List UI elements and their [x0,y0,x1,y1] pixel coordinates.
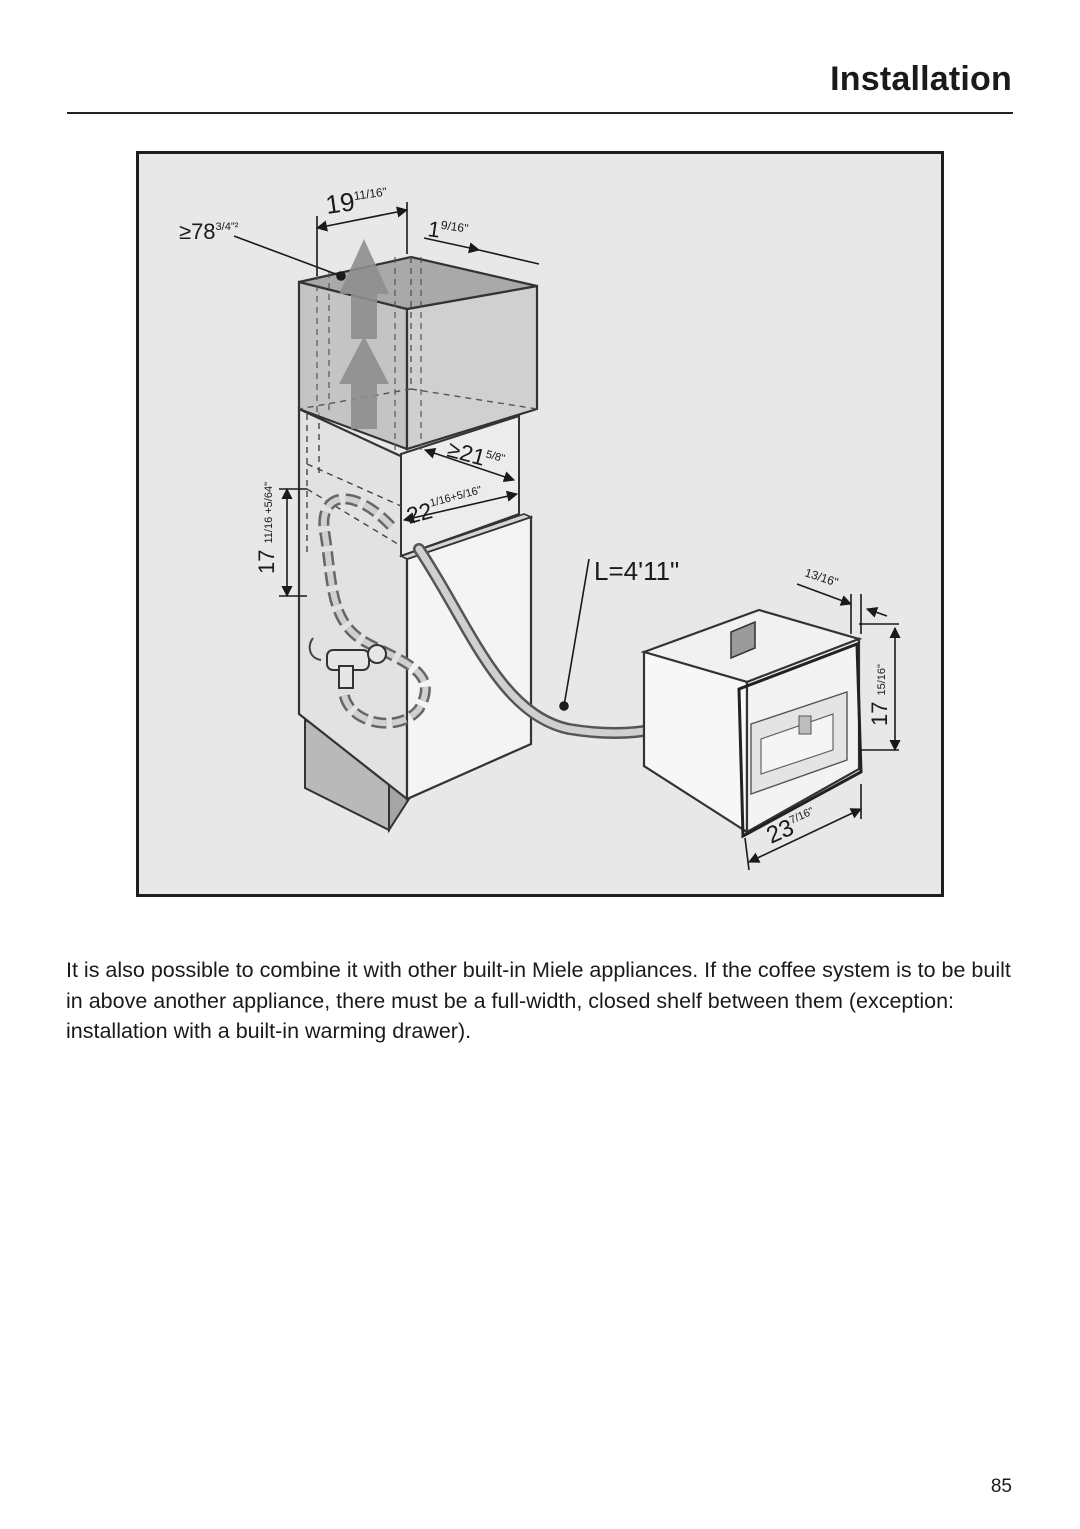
top-width-fraction: 11/16" [353,185,388,204]
niche-height-fraction: 11/16 +5/64" [263,482,275,544]
dimension-lines [233,202,901,871]
cabinet-lower [297,407,534,802]
installation-drawing: 1911/16" ≥783/4"² 19/16" ≥215/8" 221/16+… [179,182,901,871]
page-number: 85 [990,1476,1012,1497]
inner-width-fraction: 5/8" [484,449,506,466]
page-title: Installation [830,60,1012,98]
min-height-fraction: 3/4"² [216,221,239,233]
installation-diagram: 1911/16" ≥783/4"² 19/16" ≥215/8" 221/16+… [136,151,944,897]
niche-height-label: 17 [254,550,279,574]
min-height-label: ≥78 [179,219,216,244]
appliance-height-fraction: 15/16" [876,664,888,696]
svg-text:1711/16 +5/64": 17 11/16 +5/64" [254,482,279,574]
svg-text:1715/16": 17 15/16" [867,664,892,726]
top-width-label: 19 [324,186,357,220]
water-tap-icon [308,637,387,689]
svg-text:19/16": 19/16" [426,216,469,246]
title-divider [67,112,1013,114]
body-paragraph: It is also possible to combine it with o… [66,958,1011,1043]
coffee-machine [640,608,863,839]
top-offset-fraction: 9/16" [440,218,469,236]
svg-text:1911/16": 1911/16" [324,182,390,220]
svg-text:≥783/4"²: ≥783/4"² [179,219,239,244]
top-offset-label: 1 [426,216,442,242]
airflow-arrow-icon [339,239,389,429]
appliance-height-label: 17 [867,702,892,726]
hose-length-label: L=4'11" [594,556,679,586]
front-overhang-label: 13/16" [803,566,840,590]
